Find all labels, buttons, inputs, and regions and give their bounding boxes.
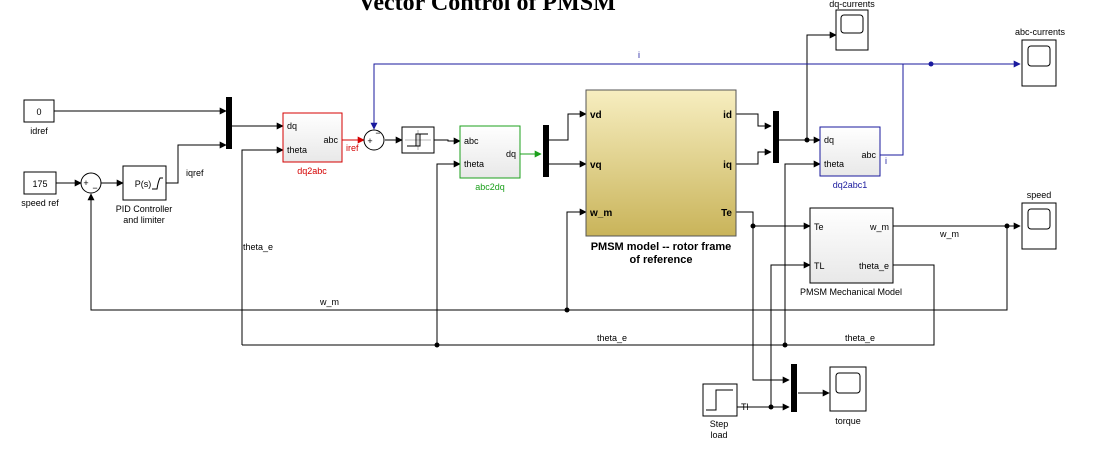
svg-text:theta: theta (824, 159, 844, 169)
wires (54, 31, 1021, 411)
relay-icon (407, 133, 428, 147)
svg-text:and limiter: and limiter (123, 215, 165, 225)
idref-constant-block[interactable]: 0 idref (23, 99, 55, 136)
step-load-block[interactable]: Step load Tl (702, 383, 749, 440)
svg-text:idref: idref (30, 126, 48, 136)
dq2abc1-block[interactable]: dq theta abc dq2abc1 (819, 126, 881, 190)
pmsm-mechanical-model-block[interactable]: Te TL w_m theta_e PMSM Mechanical Model (800, 207, 902, 297)
svg-text:Te: Te (814, 222, 824, 232)
svg-text:dq: dq (824, 135, 834, 145)
svg-text:dq-currents: dq-currents (829, 0, 875, 9)
scope-icon (840, 14, 864, 34)
svg-text:+: + (83, 178, 88, 188)
signal-label-w-m-bottom: w_m (319, 297, 339, 307)
signal-label-theta-e-bottom: theta_e (597, 333, 627, 343)
scope-icon (1027, 208, 1051, 230)
relay-block[interactable] (401, 126, 435, 154)
svg-text:torque: torque (835, 416, 861, 426)
svg-text:speed: speed (1027, 190, 1052, 200)
dq2abc-block[interactable]: dq theta abc dq2abc (282, 112, 343, 176)
mux3-block[interactable] (773, 111, 779, 163)
signal-label-w-m-right: w_m (939, 229, 959, 239)
mux2-block[interactable] (543, 125, 549, 177)
svg-text:PMSM Mechanical Model: PMSM Mechanical Model (800, 287, 902, 297)
sum1-block[interactable]: + − (80, 172, 102, 194)
svg-text:abc: abc (464, 136, 479, 146)
svg-text:load: load (710, 430, 727, 440)
svg-text:Step: Step (710, 419, 729, 429)
signal-label-iref: iref (346, 143, 359, 153)
mux1-block[interactable] (226, 97, 232, 149)
svg-text:abc: abc (861, 150, 876, 160)
abc2dq-block[interactable]: abc theta dq abc2dq (459, 125, 521, 192)
svg-text:abc: abc (323, 135, 338, 145)
svg-text:speed ref: speed ref (21, 198, 59, 208)
signal-label-iqref: iqref (186, 168, 204, 178)
svg-text:dq: dq (287, 121, 297, 131)
limiter-icon (152, 177, 163, 190)
sum2-block[interactable]: + − (363, 128, 385, 151)
svg-text:of reference: of reference (630, 254, 693, 266)
signal-label-theta-e-left: theta_e (243, 242, 273, 252)
signal-label-i-out: i (885, 156, 887, 166)
svg-text:abc-currents: abc-currents (1015, 27, 1066, 37)
pmsm-model-block[interactable]: vd vq w_m id iq Te PMSM model -- rotor f… (585, 89, 737, 266)
scope-icon (1027, 45, 1051, 67)
mux4-block[interactable] (791, 364, 797, 412)
svg-text:PID Controller: PID Controller (116, 204, 173, 214)
svg-text:theta_e: theta_e (859, 261, 889, 271)
svg-text:Te: Te (721, 208, 732, 219)
svg-text:theta: theta (287, 145, 307, 155)
scope-speed[interactable]: speed (1021, 190, 1057, 250)
signal-label-theta-e-right: theta_e (845, 333, 875, 343)
svg-text:iq: iq (723, 160, 732, 171)
svg-text:+: + (367, 136, 372, 146)
svg-text:−: − (375, 128, 380, 138)
svg-text:w_m: w_m (869, 222, 889, 232)
svg-text:dq: dq (506, 149, 516, 159)
svg-text:vq: vq (590, 160, 602, 171)
diagram-title: Vector Control of PMSM (358, 0, 616, 16)
svg-text:0: 0 (36, 107, 41, 117)
svg-text:theta: theta (464, 159, 484, 169)
svg-text:id: id (723, 110, 732, 121)
scope-torque[interactable]: torque (829, 366, 867, 426)
signal-label-i: i (638, 50, 640, 60)
svg-text:dq2abc1: dq2abc1 (833, 180, 868, 190)
svg-text:P(s): P(s) (135, 179, 152, 189)
svg-text:vd: vd (590, 110, 602, 121)
svg-text:dq2abc: dq2abc (297, 166, 327, 176)
step-icon (706, 389, 733, 411)
svg-text:175: 175 (32, 179, 47, 189)
svg-text:TL: TL (814, 261, 825, 271)
scope-dq-currents[interactable]: dq-currents (829, 0, 875, 51)
svg-text:Tl: Tl (741, 402, 749, 412)
svg-text:PMSM model -- rotor frame: PMSM model -- rotor frame (591, 241, 732, 253)
svg-text:−: − (92, 183, 97, 193)
scope-icon (835, 372, 861, 394)
junctions (434, 61, 1010, 410)
svg-text:abc2dq: abc2dq (475, 182, 505, 192)
scope-abc-currents[interactable]: abc-currents (1015, 27, 1066, 87)
pid-controller-block[interactable]: P(s) PID Controller and limiter (116, 165, 173, 225)
svg-text:w_m: w_m (589, 208, 612, 219)
speed-ref-constant-block[interactable]: 175 speed ref (21, 171, 59, 208)
